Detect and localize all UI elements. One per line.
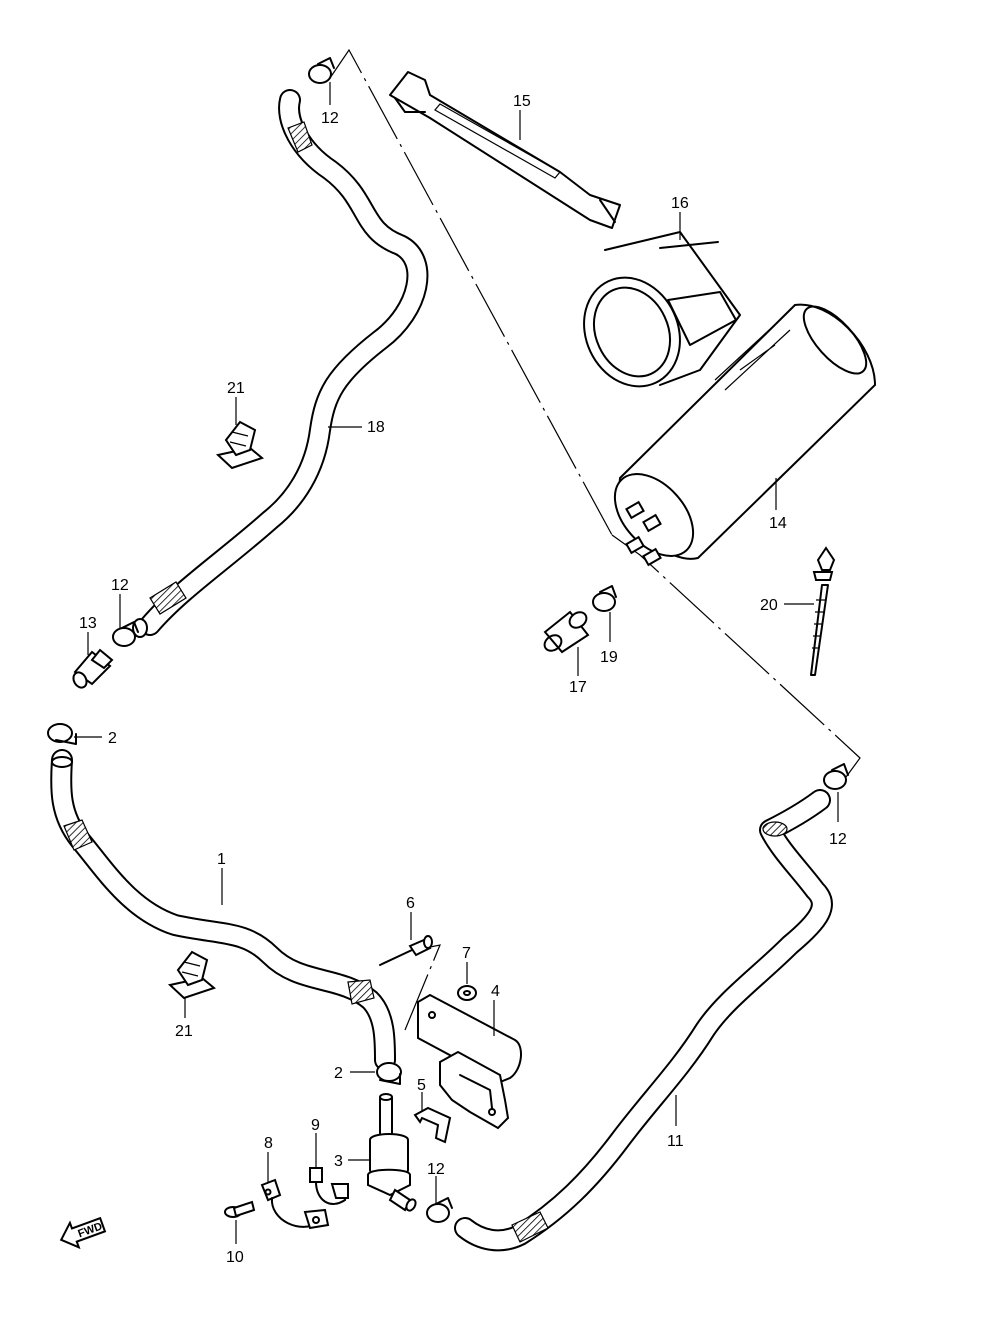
callout-21: 21 bbox=[227, 380, 245, 397]
clamp-12-bottom bbox=[426, 1197, 453, 1223]
joint-13 bbox=[72, 648, 114, 689]
callout-9: 9 bbox=[311, 1117, 320, 1134]
callout-2: 2 bbox=[334, 1065, 343, 1082]
clamp-8 bbox=[260, 1178, 330, 1230]
clamp-9 bbox=[309, 1167, 349, 1205]
bolt-10 bbox=[224, 1200, 256, 1218]
washer-7 bbox=[457, 985, 477, 1001]
callout-15: 15 bbox=[513, 93, 531, 110]
clamp-2-top bbox=[47, 723, 77, 745]
callout-10: 10 bbox=[226, 1249, 244, 1266]
callout-3: 3 bbox=[334, 1153, 343, 1170]
clip-21-top bbox=[215, 420, 265, 470]
clamp-19 bbox=[592, 585, 617, 612]
callout-21: 21 bbox=[175, 1023, 193, 1040]
callout-6: 6 bbox=[406, 895, 415, 912]
callout-4: 4 bbox=[491, 983, 500, 1000]
callout-17: 17 bbox=[569, 679, 587, 696]
callout-12: 12 bbox=[829, 831, 847, 848]
callout-18: 18 bbox=[367, 419, 385, 436]
hose-11 bbox=[454, 789, 833, 1252]
callout-labels: 12 15 16 21 18 14 20 12 13 19 17 2 12 1 … bbox=[79, 93, 847, 1266]
clamp-12-left bbox=[112, 621, 139, 647]
clamp-2-bottom bbox=[376, 1062, 402, 1085]
callout-12: 12 bbox=[321, 110, 339, 127]
callout-11: 11 bbox=[667, 1133, 684, 1150]
callout-1: 1 bbox=[217, 851, 226, 868]
callout-5: 5 bbox=[417, 1077, 426, 1094]
clamp-12-right bbox=[823, 763, 849, 790]
callout-20: 20 bbox=[760, 597, 778, 614]
callout-13: 13 bbox=[79, 615, 97, 632]
fwd-arrow-icon: FWD bbox=[59, 1216, 107, 1250]
hose-1 bbox=[50, 749, 396, 1071]
leader-lines bbox=[74, 82, 839, 1244]
bracket-15 bbox=[389, 71, 621, 229]
tie-20 bbox=[810, 546, 836, 676]
callout-2: 2 bbox=[108, 730, 117, 747]
canister-14 bbox=[613, 303, 877, 567]
callout-12: 12 bbox=[111, 577, 129, 594]
clip-5 bbox=[413, 1106, 452, 1144]
clamp-12-top bbox=[308, 57, 335, 84]
valve-3 bbox=[367, 1093, 417, 1212]
cap-16 bbox=[583, 231, 741, 388]
callout-16: 16 bbox=[671, 195, 689, 212]
cap-17 bbox=[543, 610, 590, 654]
callout-12: 12 bbox=[427, 1161, 445, 1178]
bracket-4 bbox=[417, 993, 522, 1130]
rivet-6 bbox=[379, 935, 433, 966]
callout-19: 19 bbox=[600, 649, 618, 666]
callout-14: 14 bbox=[769, 515, 787, 532]
callout-7: 7 bbox=[462, 945, 471, 962]
hose-18 bbox=[132, 89, 429, 638]
callout-8: 8 bbox=[264, 1135, 273, 1152]
clip-21-bottom bbox=[167, 950, 217, 1000]
